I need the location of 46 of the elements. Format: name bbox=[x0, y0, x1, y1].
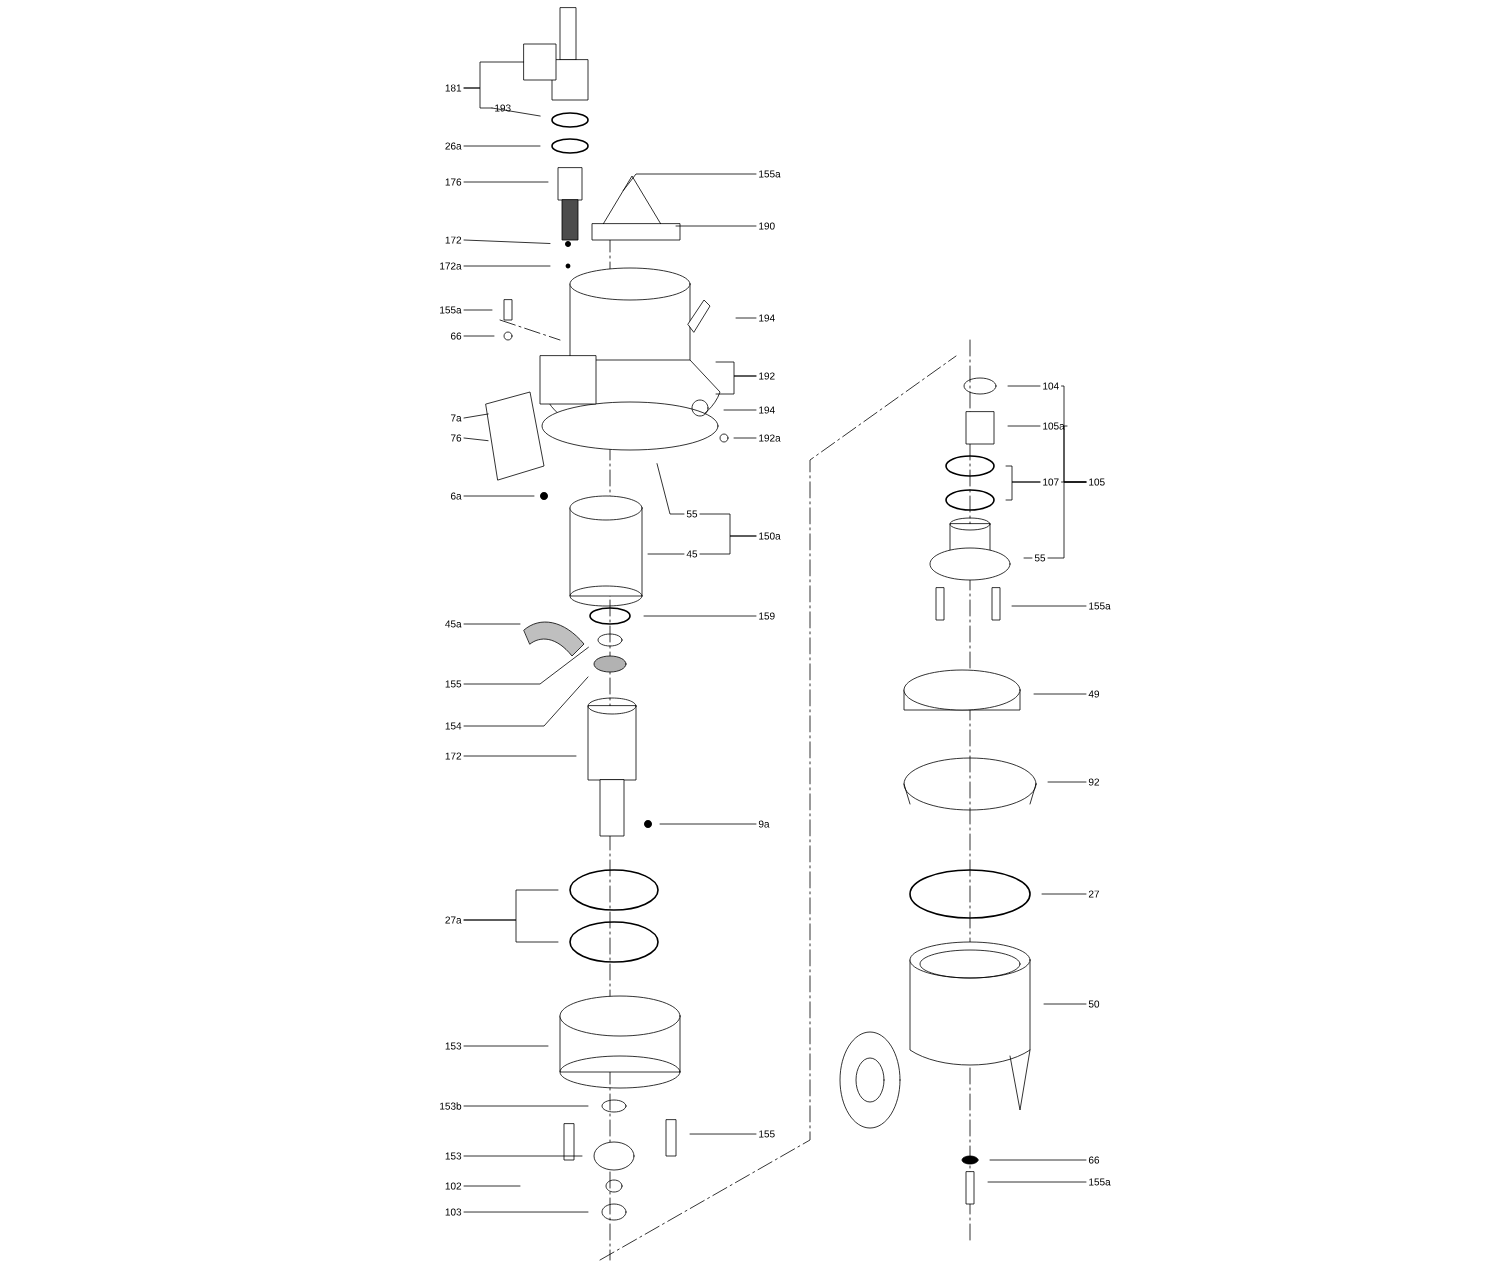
leader-line bbox=[1007, 425, 1041, 427]
leader-line bbox=[1011, 605, 1087, 607]
leader-line bbox=[463, 919, 559, 943]
leader-line bbox=[463, 437, 489, 442]
leader-line bbox=[735, 317, 757, 319]
leader-line bbox=[463, 145, 541, 147]
leader-line bbox=[463, 181, 549, 183]
leader-line bbox=[463, 676, 589, 727]
leader-line bbox=[463, 1211, 589, 1213]
leader-line bbox=[491, 107, 541, 117]
leader-line bbox=[1023, 557, 1033, 559]
leader-line bbox=[699, 535, 757, 555]
leader-line bbox=[463, 87, 493, 109]
leader-line bbox=[989, 1159, 1087, 1161]
leader-line bbox=[1007, 385, 1041, 387]
leader-line bbox=[733, 437, 757, 439]
leader-line bbox=[1033, 693, 1087, 695]
leader-line bbox=[463, 1155, 583, 1157]
junction-box-drawing bbox=[523, 43, 557, 81]
leader-line bbox=[463, 495, 535, 497]
leader-line bbox=[715, 375, 757, 395]
leader-line bbox=[675, 225, 757, 227]
leader-line bbox=[463, 1045, 549, 1047]
leader-line bbox=[1047, 481, 1087, 559]
leader-line bbox=[1047, 781, 1087, 783]
leader-line bbox=[643, 615, 757, 617]
leader-line bbox=[463, 239, 551, 244]
leader-line bbox=[1041, 893, 1087, 895]
leader-line bbox=[1043, 1003, 1087, 1005]
leader-line bbox=[463, 623, 521, 625]
leader-line bbox=[723, 409, 757, 411]
leader-line bbox=[463, 309, 493, 311]
leader-line bbox=[656, 463, 685, 515]
leader-line bbox=[463, 265, 551, 267]
leader-line bbox=[463, 413, 489, 419]
leader-line bbox=[463, 1105, 589, 1107]
leader-line bbox=[689, 1133, 757, 1135]
leader-line bbox=[463, 1185, 521, 1187]
leader-line bbox=[463, 335, 495, 337]
leader-line bbox=[1005, 481, 1041, 501]
leader-line bbox=[659, 823, 757, 825]
leader-line bbox=[987, 1181, 1087, 1183]
leader-line bbox=[647, 553, 685, 555]
leader-line bbox=[463, 646, 589, 685]
leader-line bbox=[463, 755, 577, 757]
leader-line bbox=[622, 173, 757, 191]
